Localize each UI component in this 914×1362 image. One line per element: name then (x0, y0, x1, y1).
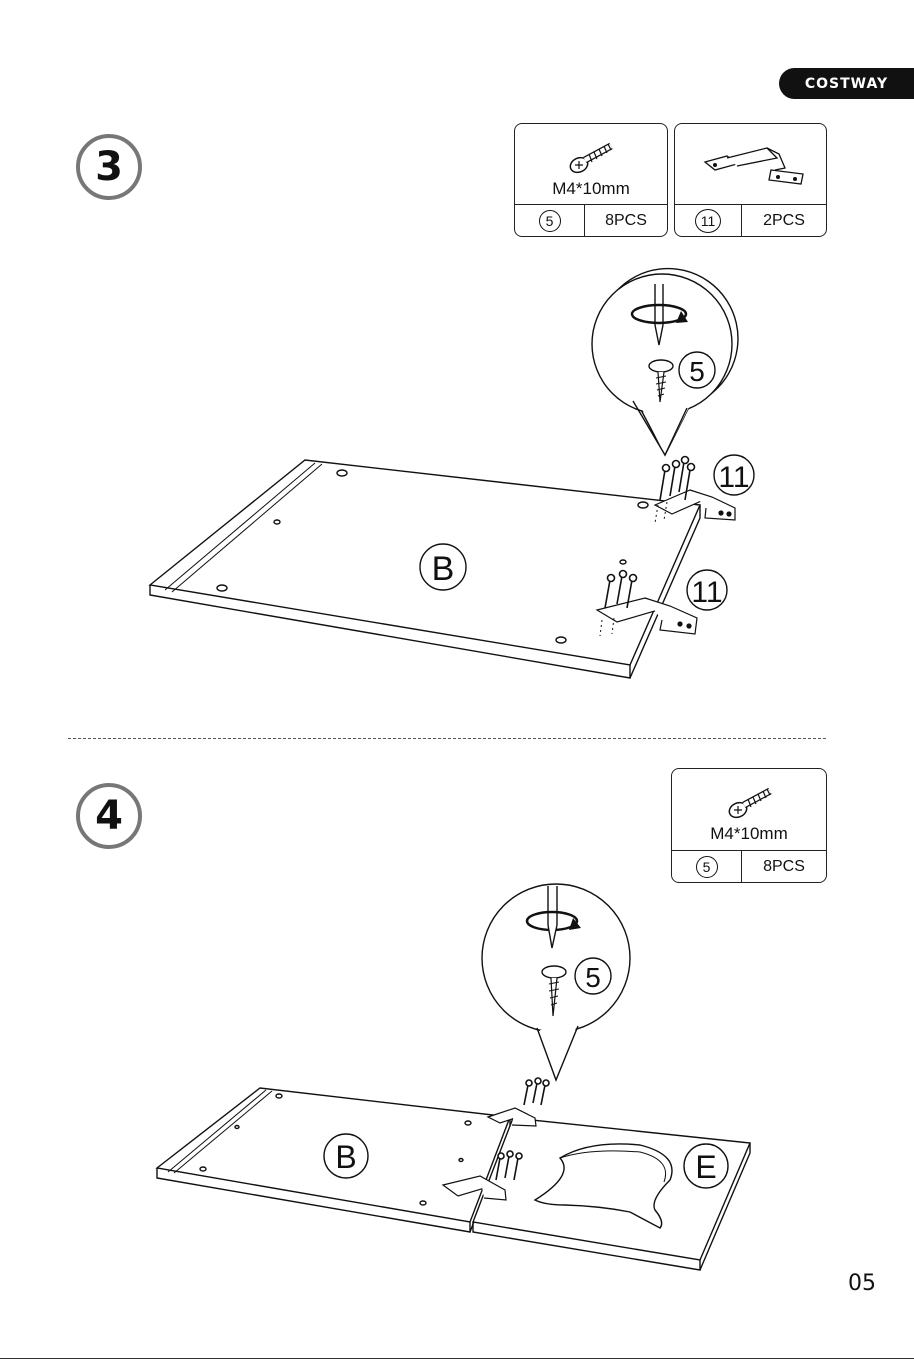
screw-callout-step4: 5 (585, 962, 601, 993)
panel-b-label-step4: B (335, 1139, 356, 1175)
page-bottom-rule (0, 1358, 914, 1359)
panel-e-label: E (695, 1149, 716, 1185)
panel-e-step4 (473, 1118, 750, 1270)
page-number: 05 (848, 1271, 876, 1296)
screws-upper-step4 (524, 1078, 549, 1105)
